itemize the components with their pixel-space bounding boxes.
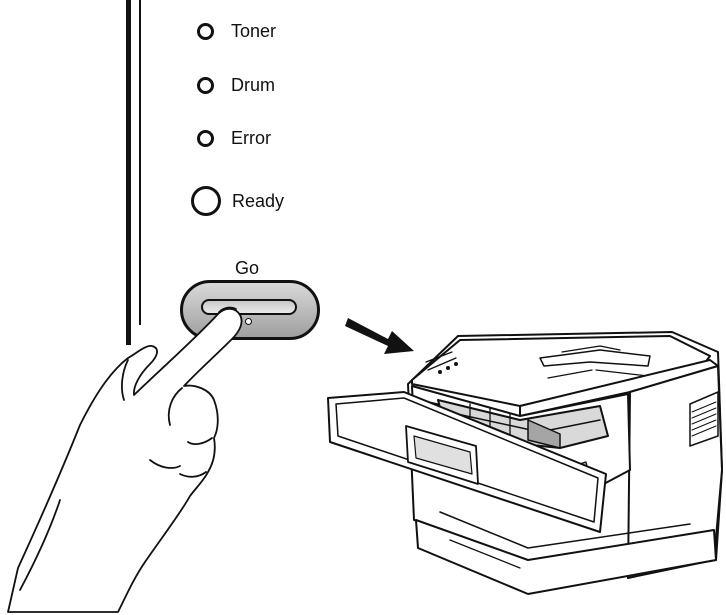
- toner-label: Toner: [231, 21, 277, 41]
- laser-printer-front-cover-open: [327, 331, 723, 595]
- hand-pressing-icon: [7, 306, 243, 613]
- toner-led-icon: [197, 23, 214, 40]
- go-label: Go: [235, 258, 260, 278]
- error-label: Error: [231, 128, 271, 148]
- drum-label: Drum: [231, 75, 275, 95]
- drum-indicator: Drum: [197, 75, 275, 96]
- arrow-icon: [345, 318, 414, 354]
- panel-edge-line: [126, 0, 131, 345]
- toner-indicator: Toner: [197, 21, 276, 42]
- ready-indicator: Ready: [191, 186, 284, 216]
- go-button-dot: [245, 318, 252, 325]
- ready-label: Ready: [232, 190, 285, 211]
- error-indicator: Error: [197, 128, 271, 149]
- ready-led-icon: [191, 186, 221, 216]
- panel-edge-line-thin: [139, 0, 141, 325]
- drum-led-icon: [197, 77, 214, 94]
- error-led-icon: [197, 130, 214, 147]
